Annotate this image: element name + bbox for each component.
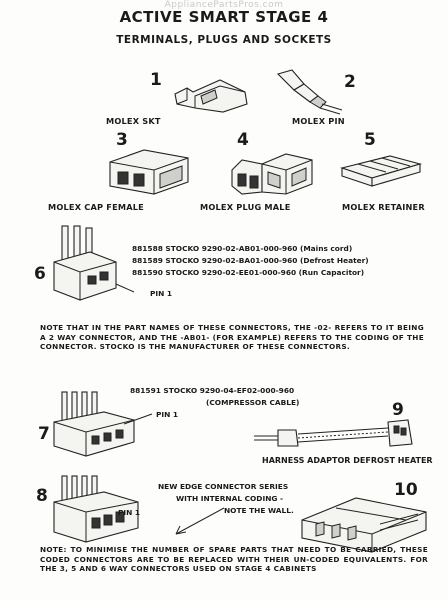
molex-socket-drawing — [174, 79, 248, 113]
molex-plug-male-drawing — [231, 153, 313, 195]
item-7-number: 7 — [38, 424, 50, 444]
part-4-label: MOLEX PLUG MALE — [200, 202, 291, 212]
item-6-number: 6 — [34, 264, 46, 284]
item-6-code-2: 881589 STOCKO 9290-02-BA01-000-960 (Defr… — [132, 256, 369, 265]
edge-connector-housing-drawing — [301, 497, 427, 553]
item-8-caption-2: WITH INTERNAL CODING - — [176, 494, 284, 503]
item-8-number: 8 — [36, 486, 48, 506]
item-7-code-sub: (COMPRESSOR CABLE) — [206, 398, 300, 407]
item-9-label: HARNESS ADAPTOR DEFROST HEATER — [262, 456, 433, 465]
watermark: AppliancePartsPros.com — [164, 0, 284, 10]
item-8-caption-3: NOTE THE WALL. — [224, 506, 294, 515]
item-8-caption-1: NEW EDGE CONNECTOR SERIES — [158, 482, 289, 491]
wall-pointer-arrow — [175, 507, 225, 535]
item-6-pin-label: PIN 1 — [150, 289, 173, 298]
harness-adaptor-drawing — [254, 419, 413, 447]
item-7-code: 881591 STOCKO 9290-04-EF02-000-960 — [130, 386, 295, 395]
part-5-label: MOLEX RETAINER — [342, 202, 425, 212]
item-8-pin-label: PIN 1 — [118, 508, 141, 517]
part-5-number: 5 — [364, 130, 376, 150]
edge-connector-drawing — [53, 475, 139, 543]
part-2-label: MOLEX PIN — [292, 116, 345, 126]
part-1-label: MOLEX SKT — [106, 116, 161, 126]
part-1-number: 1 — [150, 70, 162, 90]
item-6-code-3: 881590 STOCKO 9290-02-EE01-000-960 (Run … — [132, 268, 365, 277]
molex-cap-female-drawing — [109, 149, 189, 195]
item-9-number: 9 — [392, 400, 404, 420]
part-3-number: 3 — [116, 130, 128, 150]
part-3-label: MOLEX CAP FEMALE — [48, 202, 144, 212]
stocko-4-way-connector-drawing — [53, 391, 153, 457]
molex-pin-drawing — [276, 69, 343, 115]
part-2-number: 2 — [344, 72, 356, 92]
page-title: ACTIVE SMART STAGE 4 — [119, 8, 329, 26]
note-connector-naming: NOTE THAT IN THE PART NAMES OF THESE CON… — [40, 323, 424, 352]
item-10-number: 10 — [394, 480, 418, 500]
page-subtitle: TERMINALS, PLUGS AND SOCKETS — [116, 34, 332, 46]
item-7-pin-label: PIN 1 — [156, 410, 179, 419]
item-6-code-1: 881588 STOCKO 9290-02-AB01-000-960 (Main… — [132, 244, 353, 253]
part-4-number: 4 — [237, 130, 249, 150]
note-spare-parts: NOTE: TO MINIMISE THE NUMBER OF SPARE PA… — [40, 545, 428, 574]
stocko-2-way-connector-drawing — [53, 225, 135, 301]
molex-retainer-drawing — [340, 155, 423, 187]
